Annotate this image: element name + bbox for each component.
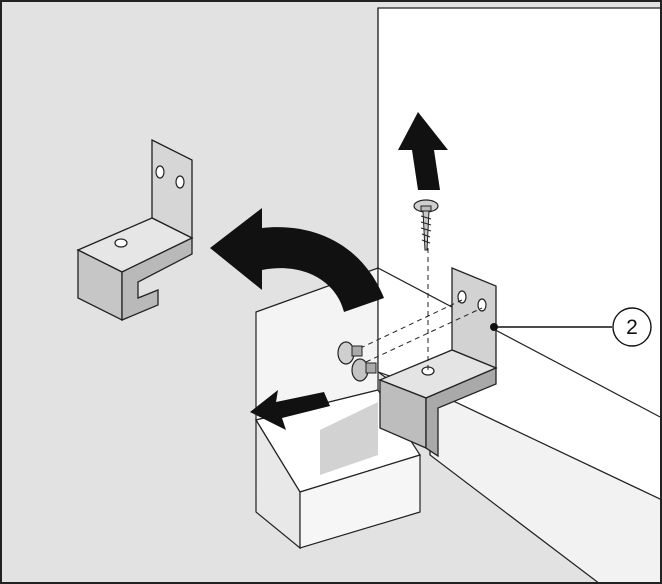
- bracket-hole: [155, 165, 165, 179]
- callout-label: 2: [626, 316, 638, 339]
- callout-2: 2: [490, 307, 652, 347]
- bracket-hole: [457, 290, 467, 304]
- arrow-left-icon: [250, 390, 330, 430]
- curved-arrow-icon: [210, 208, 384, 312]
- screw-icon: [413, 199, 439, 251]
- screw-icon: [337, 341, 377, 382]
- removed-bracket: [76, 138, 194, 322]
- alignment-lines: [351, 248, 483, 372]
- bracket-hole: [114, 238, 128, 248]
- lower-block: [255, 267, 421, 550]
- mounted-bracket: [378, 267, 498, 458]
- arrow-up-icon: [398, 112, 448, 190]
- bracket-hole: [175, 175, 185, 189]
- bracket-hole: [477, 298, 487, 312]
